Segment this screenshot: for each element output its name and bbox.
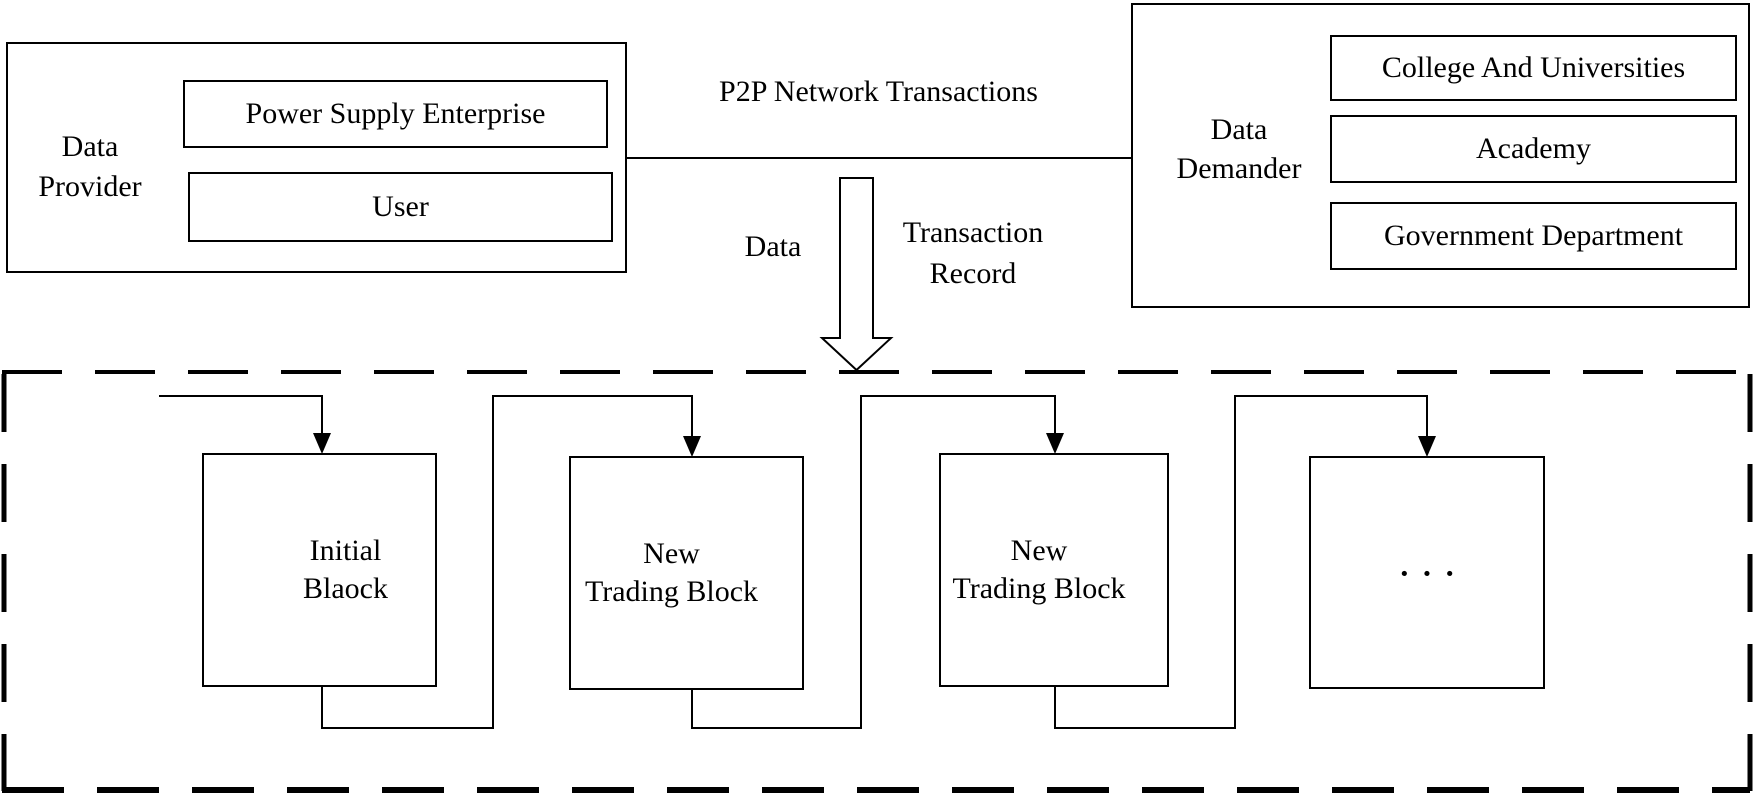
- data-demander-label: Data Demander: [1176, 113, 1302, 185]
- ellipsis-block-label: ···: [1398, 554, 1467, 591]
- new-trading-block-2: New Trading Block: [939, 453, 1169, 687]
- new-trading-block-2-label: New Trading Block: [952, 534, 1126, 605]
- down-arrow: [819, 177, 894, 372]
- initial-block: Initial Blaock: [202, 453, 437, 687]
- academy-box: Academy: [1330, 115, 1737, 183]
- new-trading-block-1: New Trading Block: [569, 456, 804, 690]
- user-box: User: [188, 172, 613, 242]
- arrow-data-label: Data: [744, 230, 802, 263]
- new-trading-block-1-label: New Trading Block: [584, 537, 759, 608]
- blockchain-dashed-border: [1, 370, 1753, 793]
- ellipsis-block: ···: [1309, 456, 1545, 689]
- college-and-universities-box: College And Universities: [1330, 35, 1737, 101]
- initial-block-label: Initial Blaock: [303, 534, 388, 605]
- arrow-transaction-record-label: Transaction Record: [902, 216, 1044, 290]
- power-supply-enterprise-box: Power Supply Enterprise: [183, 80, 608, 148]
- p2p-network-transactions-title: P2P Network Transactions: [719, 75, 1038, 108]
- government-department-box: Government Department: [1330, 202, 1737, 270]
- data-provider-label: Data Provider: [38, 130, 142, 203]
- block-connectors: [159, 395, 1428, 729]
- connector-arrowheads: [313, 433, 1436, 457]
